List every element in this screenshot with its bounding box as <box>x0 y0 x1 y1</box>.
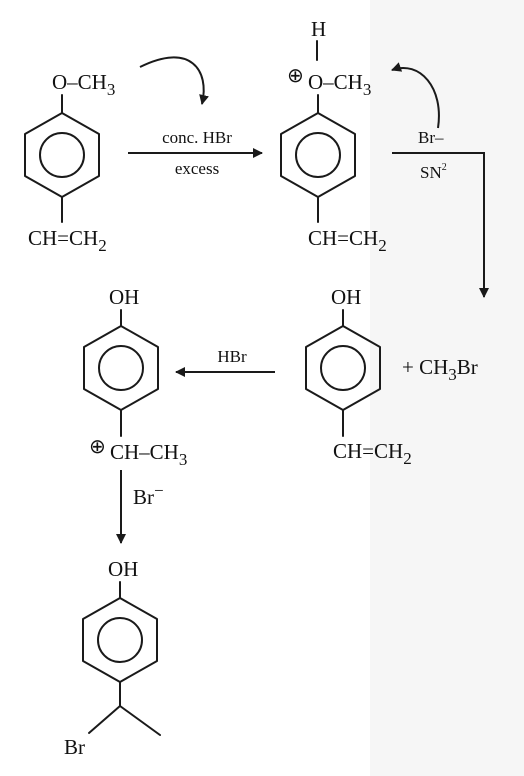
vinyl-label: CH=CH2 <box>333 439 412 468</box>
vinyl-label: CH=CH2 <box>28 226 107 255</box>
benzene-ring <box>82 597 158 683</box>
aromatic-circle <box>39 132 85 178</box>
mechanism-sn2: SN2 <box>420 162 447 182</box>
reagent-excess: excess <box>175 159 219 178</box>
bromine-label: Br <box>64 735 85 759</box>
curved-arrow-sn2-attack <box>391 62 440 129</box>
benzene-ring <box>305 325 381 411</box>
benzene-ring <box>280 112 356 198</box>
aromatic-circle <box>320 345 366 391</box>
reaction-arrow-sn2: Br– SN2 <box>392 128 489 298</box>
structure-4-vinylanisole: O–CH3 CH=CH2 <box>24 70 115 255</box>
structure-carbocation: OH ⊕ CH–CH3 <box>83 285 187 469</box>
reagent-hbr: HBr <box>217 347 247 366</box>
oxonium-methyl-label: O–CH3 <box>308 70 371 99</box>
benzene-ring <box>83 325 159 411</box>
hydroxyl-label: OH <box>109 285 139 309</box>
hydroxyl-label: OH <box>108 557 138 581</box>
byproduct-methyl-bromide: + CH3Br <box>402 355 478 384</box>
benzene-ring <box>24 112 100 198</box>
aromatic-circle <box>97 617 143 663</box>
structure-4-vinylphenol: OH CH=CH2 <box>305 285 412 468</box>
aromatic-circle <box>98 345 144 391</box>
proton-label: H <box>311 17 326 41</box>
methoxy-label: O–CH3 <box>52 70 115 99</box>
structure-bromoethylphenol: OH Br <box>64 557 161 759</box>
reaction-arrow-bromide: Br− <box>116 470 164 544</box>
reagent-conc-hbr: conc. HBr <box>162 128 232 147</box>
ethyl-cation-label: CH–CH3 <box>110 440 187 469</box>
aromatic-circle <box>295 132 341 178</box>
structure-oxonium-ion: H ⊕ O–CH3 CH=CH2 <box>280 17 387 255</box>
reaction-arrow-1: conc. HBr excess <box>128 128 263 178</box>
c-br-bond <box>88 705 121 734</box>
vinyl-label: CH=CH2 <box>308 226 387 255</box>
reagent-bromide: Br− <box>133 481 164 509</box>
curved-arrow-protonation <box>139 56 209 105</box>
carbocation-charge: ⊕ <box>89 434 106 458</box>
hydroxyl-label: OH <box>331 285 361 309</box>
background-panel <box>370 0 524 776</box>
oxonium-charge: ⊕ <box>287 63 304 87</box>
reaction-arrow-hbr: HBr <box>175 347 275 377</box>
methyl-bond <box>119 705 161 736</box>
nucleophile-bromide: Br– <box>418 128 444 147</box>
